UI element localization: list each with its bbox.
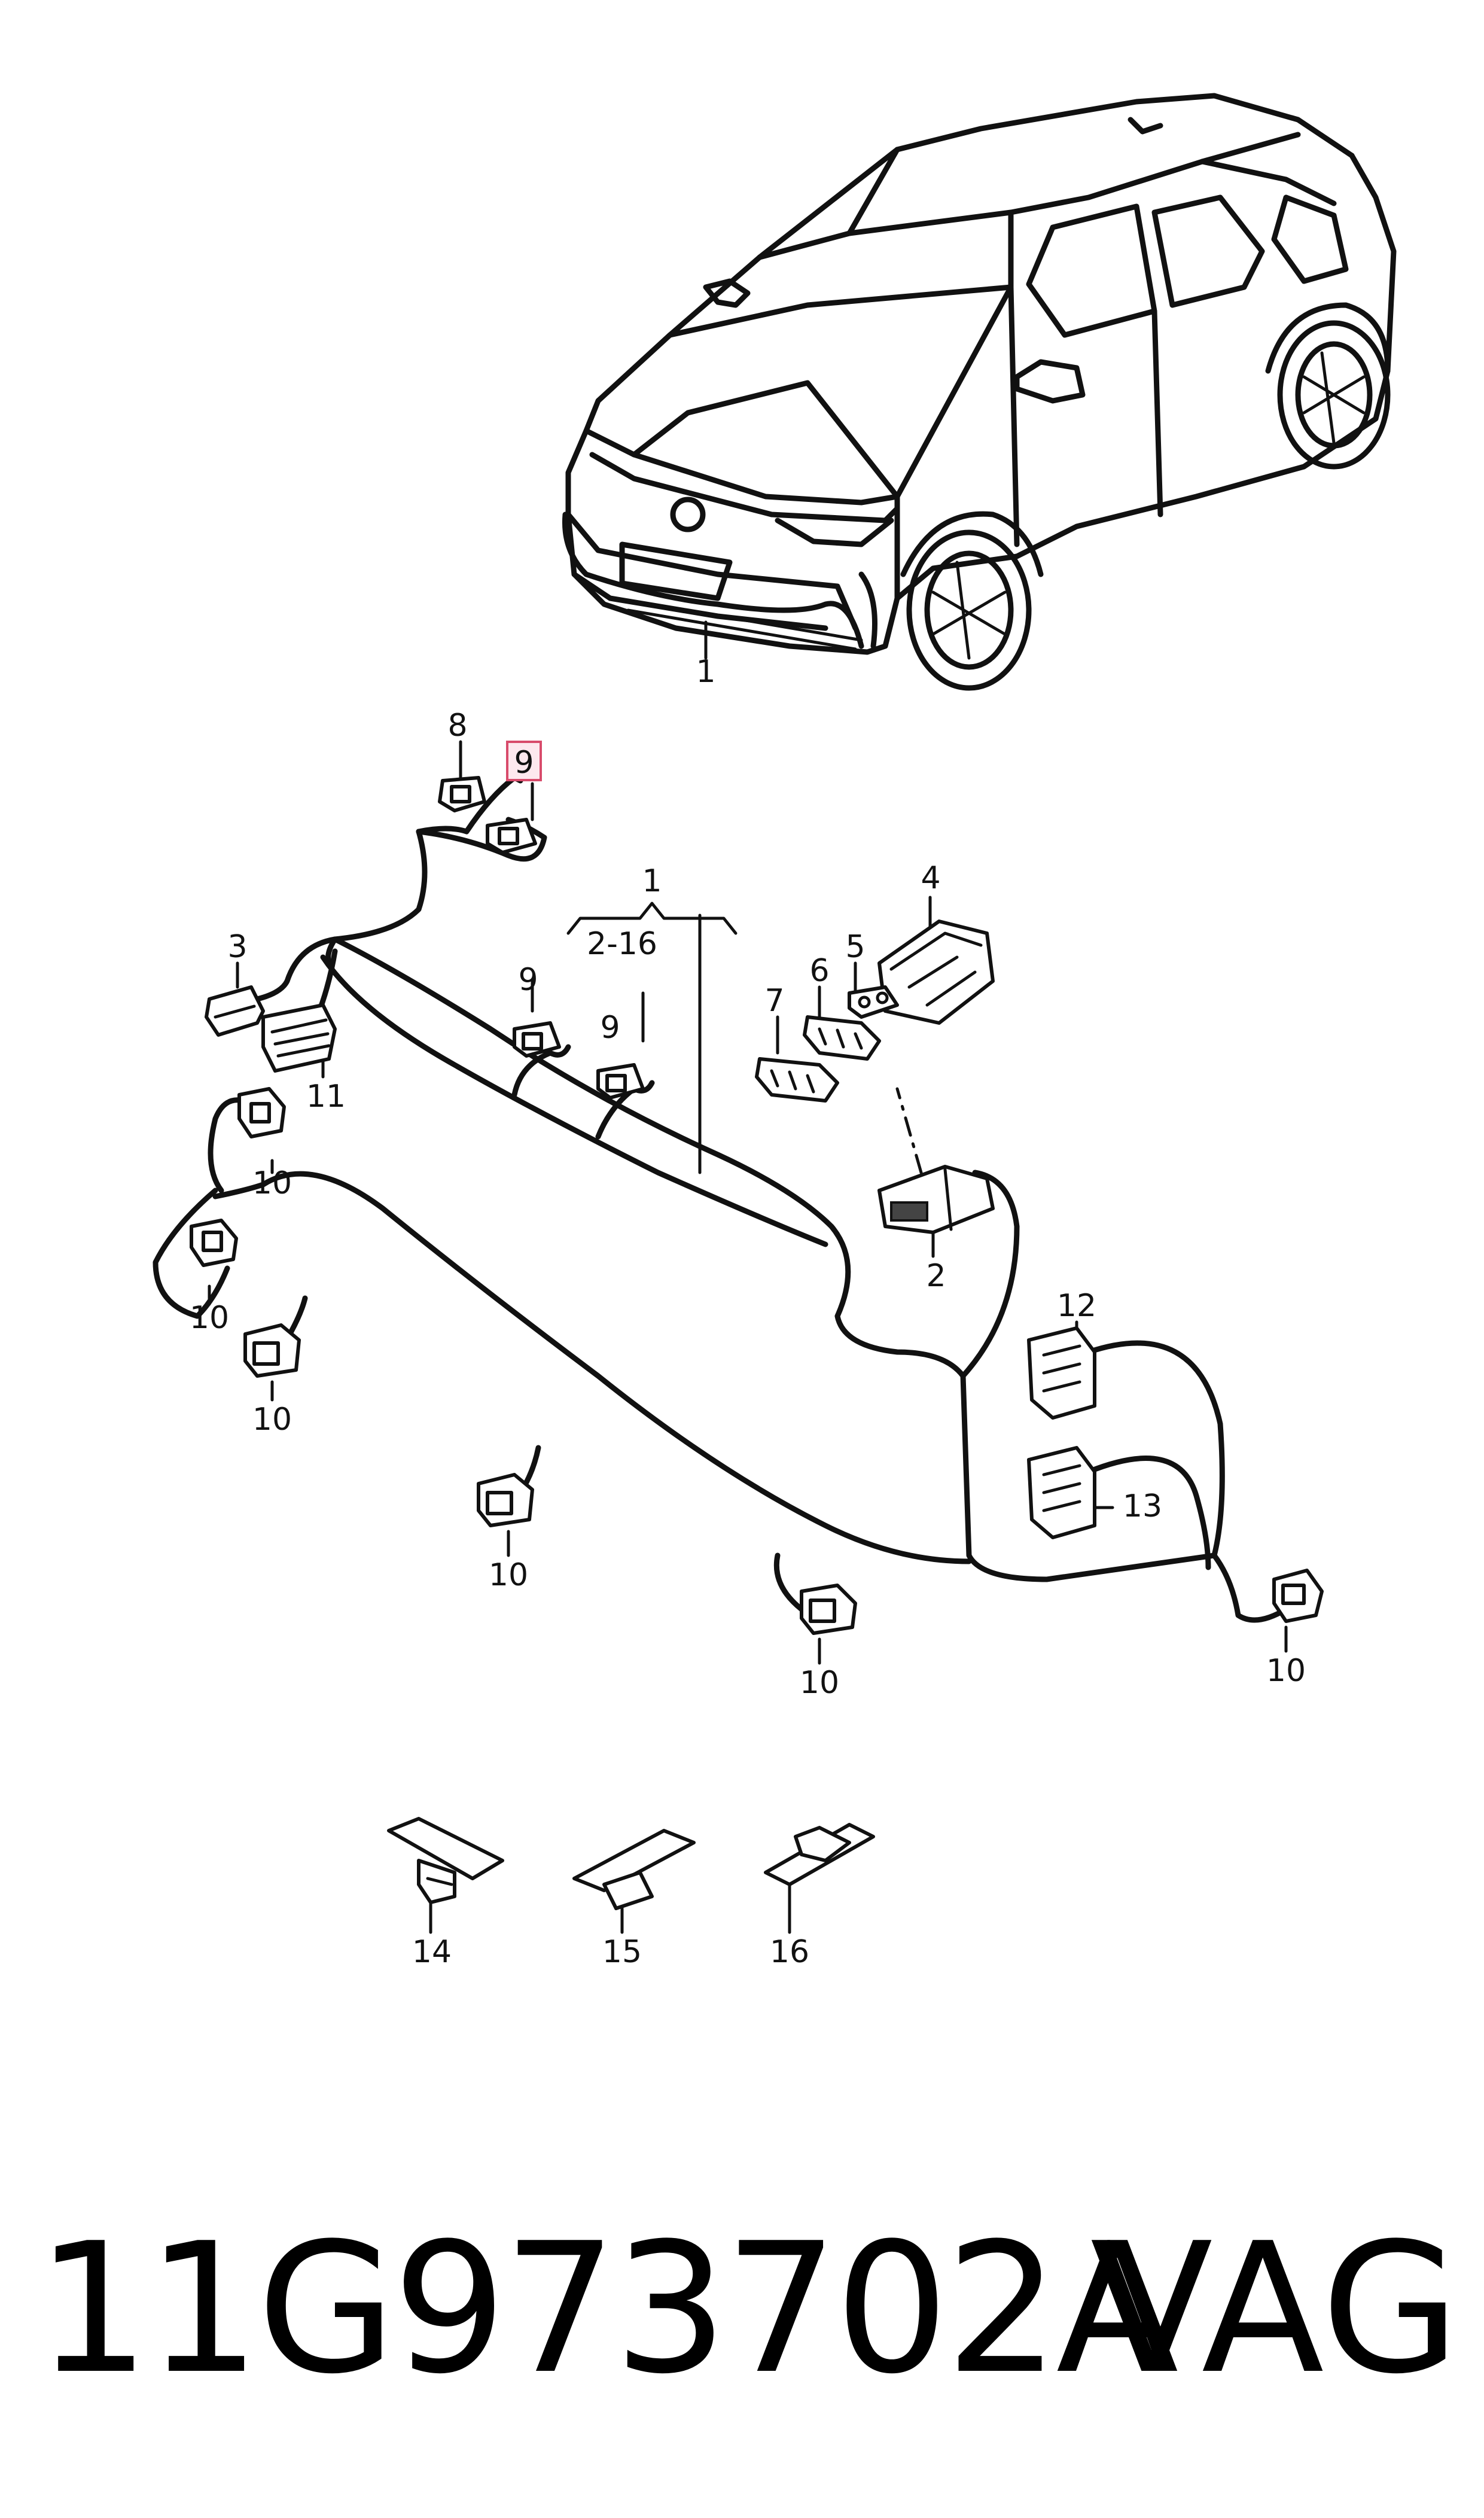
label-10-e: 10	[800, 1665, 839, 1701]
label-6: 6	[809, 953, 829, 989]
clip-7	[755, 1057, 839, 1103]
label-10-d: 10	[489, 1557, 528, 1593]
clip-15	[572, 1829, 696, 1934]
connector-9-highlighted	[486, 818, 537, 854]
label-9-b: 9	[600, 1010, 620, 1046]
label-10-a: 10	[252, 1165, 292, 1201]
label-7: 7	[764, 983, 784, 1019]
wiring-harness	[153, 740, 1289, 1665]
label-9-highlight: 9	[514, 745, 534, 781]
label-2: 2	[926, 1258, 946, 1294]
connector-10-a	[237, 1087, 286, 1138]
label-harness: 1	[642, 863, 662, 899]
connector-3	[205, 985, 265, 1037]
label-8: 8	[447, 708, 467, 744]
connector-2	[877, 1165, 995, 1234]
connector-10-e	[800, 1584, 857, 1635]
label-15: 15	[602, 1934, 642, 1970]
clip-16	[764, 1823, 875, 1934]
connector-10-f	[1272, 1569, 1324, 1623]
label-4: 4	[921, 860, 940, 896]
label-11: 11	[306, 1079, 346, 1115]
label-12: 12	[1057, 1288, 1096, 1324]
label-10-f: 10	[1266, 1653, 1306, 1689]
connector-10-b	[190, 1219, 238, 1267]
label-3: 3	[227, 929, 247, 965]
label-5: 5	[845, 929, 865, 965]
connector-4	[877, 919, 995, 1025]
label-10-c: 10	[252, 1402, 292, 1438]
connector-9-a	[513, 1021, 561, 1058]
callout-labels: 8 9 3 11 9 9 4 5 6 7 2 12 13 10 10 10 10…	[190, 708, 1306, 1970]
connector-10-d	[477, 1473, 534, 1527]
label-16: 16	[770, 1934, 809, 1970]
highlight-box	[506, 741, 542, 781]
connector-9-b	[596, 1063, 645, 1100]
clip-14	[387, 1817, 504, 1934]
connector-13	[1027, 1446, 1096, 1539]
group-bracket: 1 2-16	[566, 863, 738, 962]
connector-12	[1027, 1326, 1096, 1420]
brand-label: VAG	[1090, 2205, 1460, 2413]
clip-6	[803, 1015, 881, 1061]
connector-10-c	[243, 1323, 301, 1378]
seal-5	[848, 985, 899, 1019]
connector-11	[261, 1003, 337, 1073]
label-13: 13	[1123, 1488, 1162, 1524]
part-number: 11G973702A	[36, 2205, 1179, 2413]
label-14: 14	[412, 1934, 452, 1970]
label-range: 2-16	[587, 926, 657, 962]
label-10-b: 10	[190, 1300, 229, 1336]
connector-8	[438, 776, 486, 812]
label-9-a: 9	[518, 962, 538, 998]
car-illustration: 1	[562, 93, 1397, 691]
label-car-harness: 1	[696, 654, 715, 690]
